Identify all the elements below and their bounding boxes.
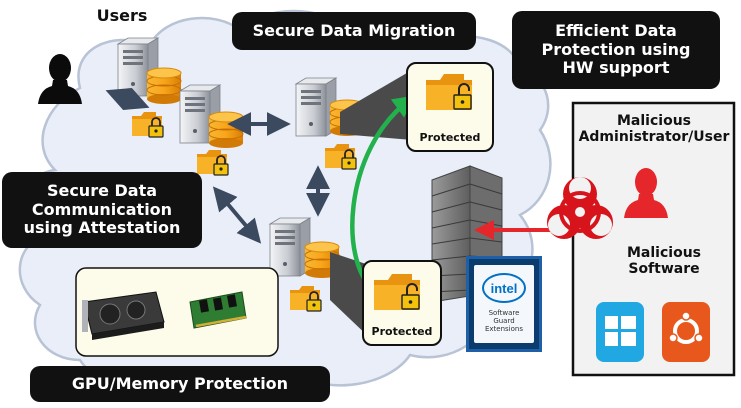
user-icon — [38, 54, 82, 104]
ubuntu-icon — [662, 302, 710, 362]
sgx-line-1: Software — [488, 309, 520, 317]
malicious-software-label: Malicious Software — [627, 245, 701, 278]
sgx-line-2: Guard — [493, 317, 515, 326]
sync-arrow — [212, 186, 262, 244]
efficient-protection-text: Efficient Data Protection using HW suppo… — [541, 21, 691, 78]
sync-arrow — [105, 87, 150, 111]
protected-label: Protected — [371, 325, 433, 338]
secure-data-migration-text: Secure Data Migration — [252, 20, 456, 40]
malicious-admin-label: Malicious Administrator/User — [578, 113, 730, 146]
gpu-card-icon — [82, 291, 165, 340]
protected-folder-bottom: Protected — [362, 260, 442, 346]
biohazard-icon — [547, 177, 613, 239]
windows-icon — [596, 302, 644, 362]
protected-folder-top: Protected — [406, 62, 494, 152]
secure-communication-text: Secure Data Communication using Attestat… — [23, 181, 181, 238]
intel-brand: intel — [490, 280, 518, 296]
server-icon — [269, 217, 311, 277]
unlocked-folder-icon — [426, 74, 472, 110]
users-label: Users — [96, 6, 148, 25]
database-icon — [146, 67, 182, 105]
memory-module-icon — [189, 291, 247, 329]
database-icon — [208, 111, 244, 149]
secure-communication-label: Secure Data Communication using Attestat… — [2, 172, 202, 248]
secure-data-migration-label: Secure Data Migration — [232, 12, 476, 50]
projection-shape — [340, 70, 412, 140]
unlocked-folder-icon — [374, 274, 420, 310]
protected-label: Protected — [419, 131, 481, 144]
sgx-line-3: Extensions — [484, 325, 523, 334]
efficient-protection-label: Efficient Data Protection using HW suppo… — [512, 11, 720, 89]
gpu-memory-protection-text: GPU/Memory Protection — [71, 373, 289, 393]
intel-sgx-badge: intel Software Guard Extensions — [466, 256, 542, 352]
gpu-memory-protection-label: GPU/Memory Protection — [30, 366, 330, 402]
